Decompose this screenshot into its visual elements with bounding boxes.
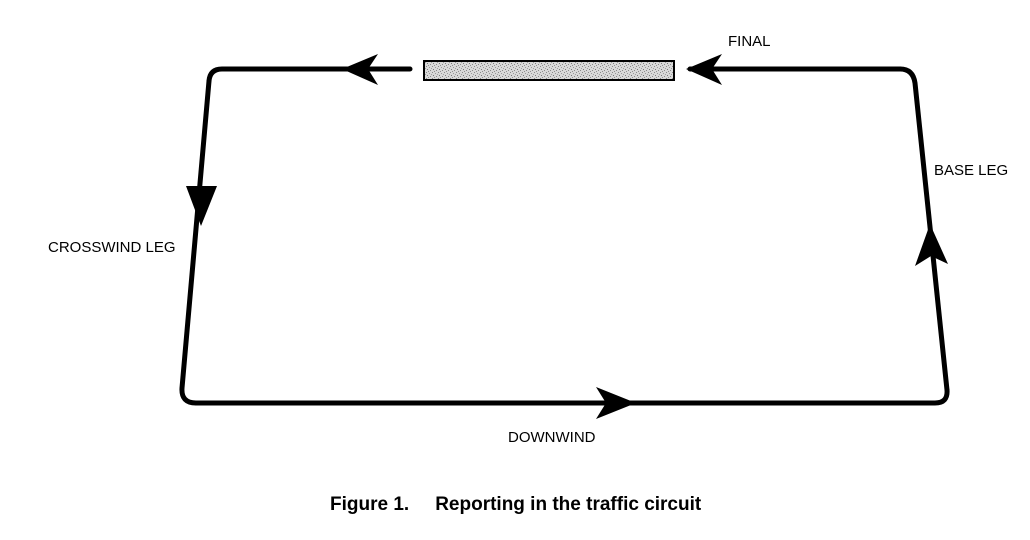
- circuit-upwind-line: [206, 66, 413, 84]
- crosswind-arrow-icon: [186, 186, 217, 226]
- crosswind-leg-line: [179, 78, 212, 406]
- upwind-arrow-icon: [342, 54, 378, 85]
- downwind-leg-line: [193, 387, 950, 406]
- runway: [423, 60, 675, 81]
- base-leg-label: BASE LEG: [934, 162, 1008, 179]
- downwind-arrow-icon: [596, 387, 636, 419]
- base-leg-line: [897, 66, 950, 393]
- figure-caption: Figure 1. Reporting in the traffic circui…: [330, 494, 701, 516]
- figure-number: Figure 1.: [330, 494, 410, 515]
- base-arrow-icon: [915, 224, 948, 266]
- downwind-label: DOWNWIND: [508, 429, 596, 446]
- crosswind-leg-label: CROSSWIND LEG: [48, 239, 176, 256]
- final-arrow-icon: [686, 54, 722, 85]
- final-label: FINAL: [728, 33, 771, 50]
- figure-title: Reporting in the traffic circuit: [435, 494, 702, 515]
